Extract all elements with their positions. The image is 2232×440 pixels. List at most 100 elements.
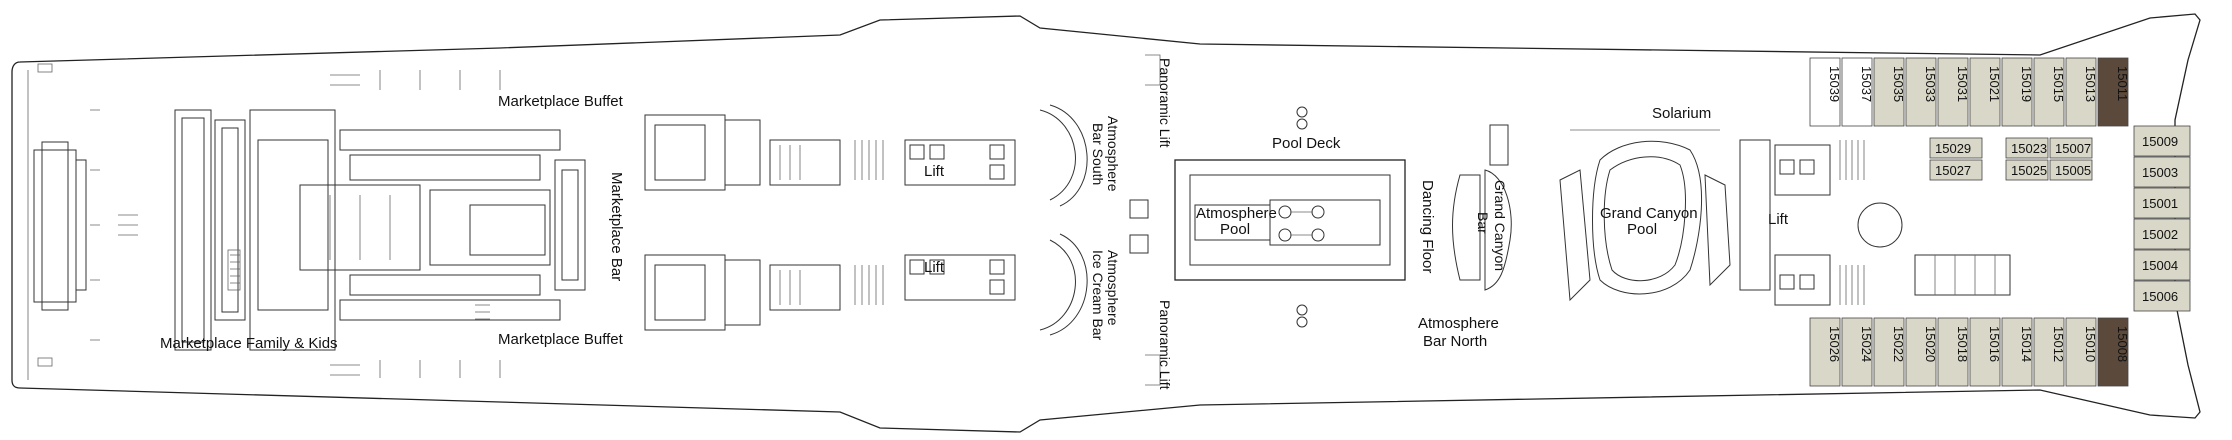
cabin	[1929, 137, 1983, 159]
cabin-number: 15029	[1935, 141, 1971, 156]
cabin-number: 15039	[1827, 66, 1842, 102]
cabin	[2033, 317, 2065, 387]
cabin	[2133, 187, 2191, 219]
cabin-number: 15011	[2115, 66, 2130, 101]
cabin-column-forward: 15009 15003 15001 15002 15004 15006	[2133, 125, 2191, 312]
grand-canyon-bar	[1452, 124, 1512, 291]
cabin	[2001, 317, 2033, 387]
label-atmosphere-bar-north-1: Atmosphere	[1418, 315, 1499, 332]
label-grand-canyon-pool-1: Grand Canyon	[1600, 205, 1698, 222]
label-solarium: Solarium	[1652, 105, 1711, 122]
cabin-number: 15025	[2011, 163, 2047, 178]
cabin	[2049, 137, 2093, 159]
aft-service-blocks	[644, 114, 884, 331]
label-marketplace-bar: Marketplace Bar	[608, 172, 625, 281]
cabin	[2033, 57, 2065, 127]
cabin	[2133, 280, 2191, 312]
label-atmosphere-bar-south-1: Atmosphere	[1105, 116, 1121, 192]
lift-bank-aft-lower	[904, 254, 1016, 301]
label-atmosphere-bar-north-2: Bar North	[1423, 333, 1487, 350]
cabin	[2065, 57, 2097, 127]
cabin-number: 15021	[1987, 66, 2002, 102]
cabin-number: 15003	[2142, 165, 2178, 180]
cabin-number: 15007	[2055, 141, 2091, 156]
cabin	[2133, 125, 2191, 157]
cabin-number: 15026	[1827, 326, 1842, 362]
cabin	[1969, 317, 2001, 387]
cabin-block-mid: 15029 15023 15007 15027 15025 15005	[1929, 137, 2093, 181]
cabin-number: 15006	[2142, 289, 2178, 304]
cabin-number: 15009	[2142, 134, 2178, 149]
solarium-area	[1559, 129, 2011, 306]
label-lift-aft-lower: Lift	[924, 259, 945, 276]
label-pool-deck: Pool Deck	[1272, 135, 1341, 152]
cabin	[1841, 57, 1873, 127]
cabin	[2049, 159, 2093, 181]
hull-outline	[11, 13, 2201, 433]
cabin-number: 15002	[2142, 227, 2178, 242]
cabin	[2133, 249, 2191, 281]
cabin	[2097, 57, 2129, 127]
cabin	[2097, 317, 2129, 387]
cabin-number: 15023	[2011, 141, 2047, 156]
cabin	[1905, 57, 1937, 127]
cabin-number: 15010	[2083, 326, 2098, 362]
label-lift-forward: Lift	[1768, 211, 1789, 228]
label-grand-canyon-bar-1: Grand Canyon	[1492, 180, 1508, 271]
cabin	[1809, 317, 1841, 387]
cabin	[2133, 218, 2191, 250]
label-panoramic-lift-top: Panoramic Lift	[1157, 58, 1173, 148]
label-atmosphere-ice-cream-1: Atmosphere	[1105, 250, 1121, 326]
cabin-number: 15019	[2019, 66, 2034, 102]
label-grand-canyon-pool-2: Pool	[1627, 221, 1657, 238]
cabin	[2133, 156, 2191, 188]
cabin-number: 15018	[1955, 326, 1970, 362]
cabin	[1873, 317, 1905, 387]
cabin-row-bottom: 15026 15024 15022 15020 15018 15016 15014 15012…	[1809, 317, 2130, 387]
label-atmosphere-bar-south-2: Bar South	[1090, 123, 1106, 185]
cabin	[2005, 137, 2049, 159]
label-lift-aft-upper: Lift	[924, 163, 945, 180]
cabin	[2005, 159, 2049, 181]
cabin-number: 15004	[2142, 258, 2178, 273]
stern-structure	[33, 63, 138, 367]
cabin-number: 15031	[1955, 66, 1970, 102]
cabin-number: 15033	[1923, 66, 1938, 102]
cabin	[1937, 317, 1969, 387]
cabin	[1809, 57, 1841, 127]
cabin	[1873, 57, 1905, 127]
cabin	[1937, 57, 1969, 127]
marketplace-buffet-area	[174, 70, 586, 378]
cabin-number: 15037	[1859, 66, 1874, 102]
cabin	[1841, 317, 1873, 387]
label-marketplace-buffet-bottom: Marketplace Buffet	[498, 331, 624, 348]
lift-bank-aft-upper	[904, 139, 1016, 186]
cabin	[1969, 57, 2001, 127]
cabin-number: 15005	[2055, 163, 2091, 178]
cabin-number: 15022	[1891, 326, 1906, 362]
cabin-number: 15016	[1987, 326, 2002, 362]
cabin-number: 15012	[2051, 326, 2066, 362]
label-grand-canyon-bar-2: Bar	[1475, 212, 1491, 234]
cabin-number: 15014	[2019, 326, 2034, 362]
cabin-number: 15013	[2083, 66, 2098, 102]
cabin-number: 15001	[2142, 196, 2178, 211]
pool-deck	[1174, 106, 1406, 328]
cabin	[2001, 57, 2033, 127]
cabin-number: 15024	[1859, 326, 1874, 362]
label-atmosphere-pool-1: Atmosphere	[1196, 205, 1277, 222]
label-atmosphere-ice-cream-2: Ice Cream Bar	[1090, 250, 1106, 341]
label-atmosphere-pool-2: Pool	[1220, 221, 1250, 238]
label-dancing-floor: Dancing Floor	[1419, 180, 1436, 273]
cabin-number: 15020	[1923, 326, 1938, 362]
label-marketplace-family: Marketplace Family & Kids	[160, 335, 338, 352]
cabin	[1905, 317, 1937, 387]
label-marketplace-buffet-top: Marketplace Buffet	[498, 93, 624, 110]
cabin	[2065, 317, 2097, 387]
cabin	[1929, 159, 1983, 181]
cabin-number: 15027	[1935, 163, 1971, 178]
label-panoramic-lift-bottom: Panoramic Lift	[1157, 300, 1173, 390]
atmosphere-bars	[1039, 54, 1161, 386]
